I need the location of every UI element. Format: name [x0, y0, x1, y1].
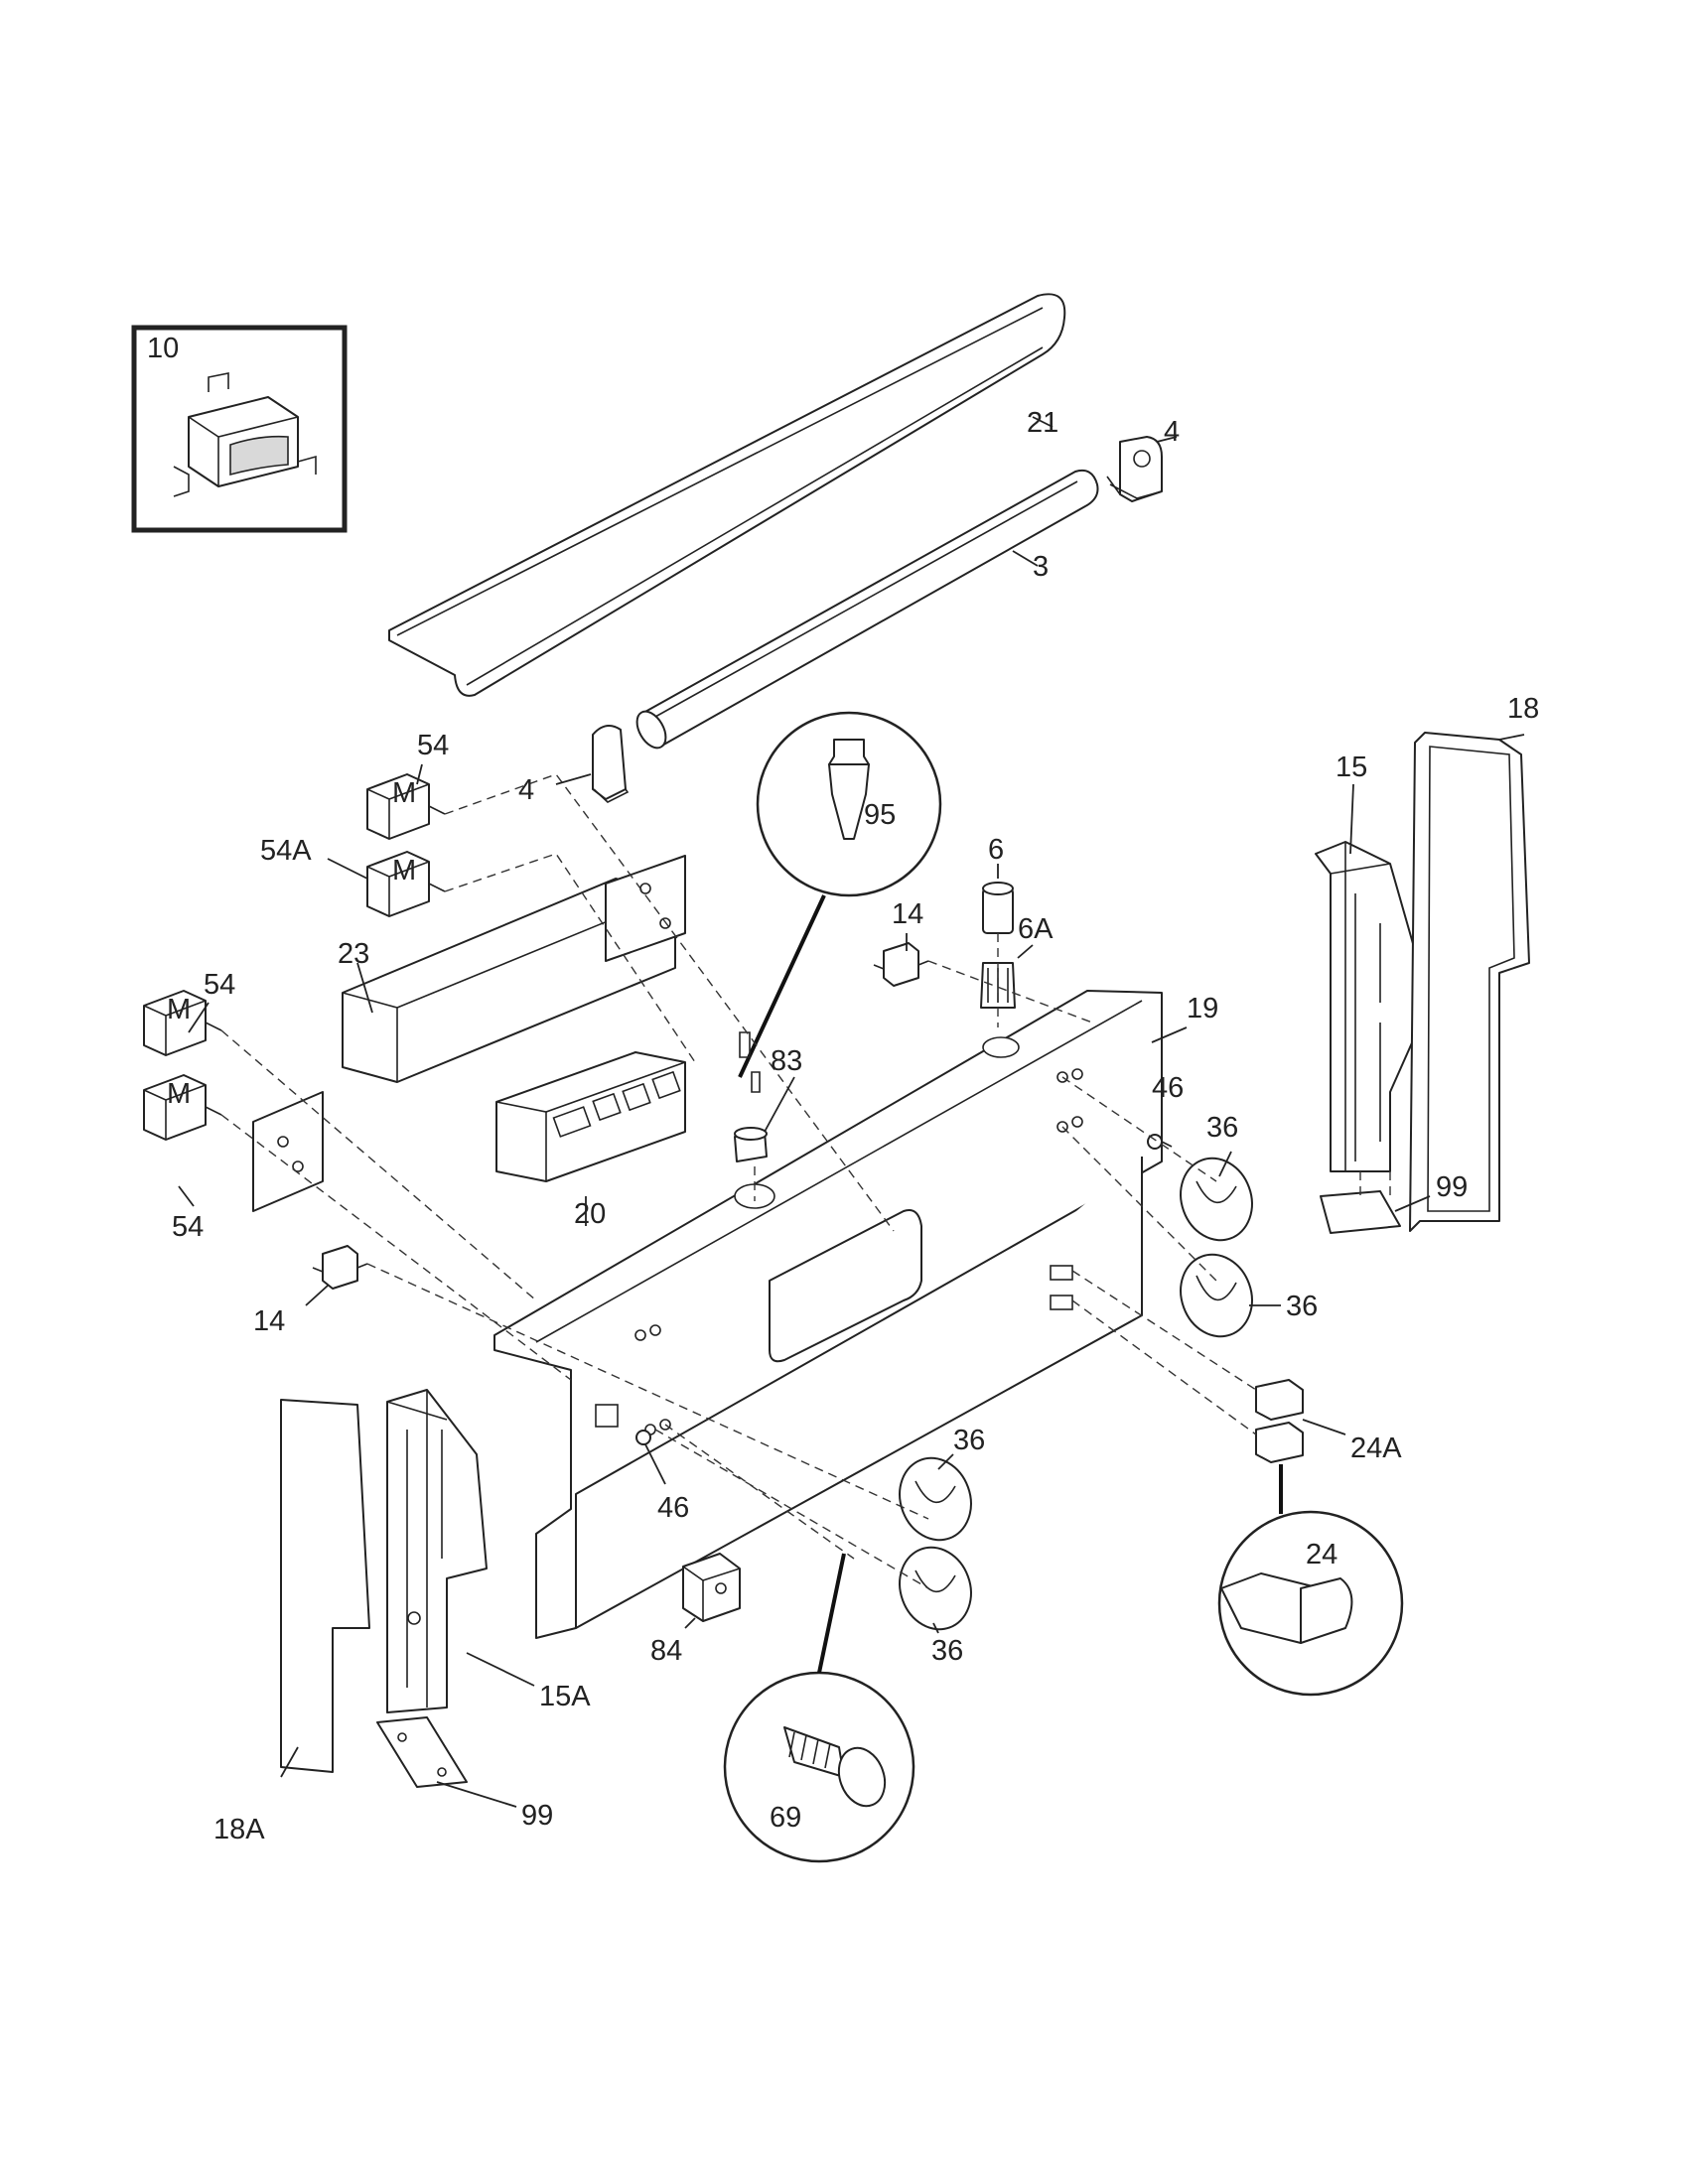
label-24A: 24A — [1350, 1433, 1402, 1464]
label-36-2: 36 — [1286, 1291, 1318, 1322]
label-20: 20 — [574, 1198, 606, 1230]
label-95: 95 — [864, 799, 896, 831]
part-24-detail — [1217, 1464, 1404, 1697]
label-54A: 54A — [260, 835, 312, 867]
label-15A: 15A — [539, 1681, 591, 1712]
transformer-icon — [173, 372, 317, 497]
assembly-dashed-lines — [220, 773, 1391, 1589]
label-21: 21 — [1027, 407, 1058, 439]
part-23-bracket — [252, 855, 686, 1212]
part-labels: 10 21 4 3 4 54 54A 23 54 54 95 14 6 6A 8… — [147, 333, 1539, 1845]
label-3: 3 — [1033, 551, 1049, 583]
label-23: 23 — [338, 938, 369, 970]
part-4-lamp-holder-middle — [592, 725, 630, 803]
part-69-detail — [723, 1553, 915, 1863]
label-18A: 18A — [213, 1814, 265, 1845]
part-36-knob-2 — [1180, 1253, 1253, 1338]
label-4-top: 4 — [1164, 416, 1180, 448]
part-36-knob-4 — [899, 1546, 972, 1631]
part-46-screw-left — [635, 1430, 651, 1445]
label-36-3: 36 — [953, 1425, 985, 1456]
label-15: 15 — [1336, 751, 1367, 783]
part-3-fluorescent-tube — [635, 469, 1099, 750]
label-14-bottom: 14 — [253, 1305, 285, 1337]
part-14-switch-top — [873, 942, 929, 987]
part-4-lamp-holder-right — [1106, 436, 1163, 502]
label-24: 24 — [1306, 1539, 1337, 1570]
part-24A-rocker-switches — [1255, 1379, 1304, 1463]
label-99-right: 99 — [1436, 1171, 1468, 1203]
label-36-1: 36 — [1206, 1112, 1238, 1144]
part-10-inset — [131, 325, 348, 533]
part-99-foot-left — [376, 1716, 468, 1788]
part-15A-side-bracket-left — [386, 1389, 488, 1713]
part-83-clip — [734, 1031, 768, 1162]
part-84-outlet — [682, 1553, 741, 1622]
part-54A-switch: M — [366, 851, 446, 917]
label-54-left-lower: 54 — [172, 1211, 204, 1243]
label-46-right: 46 — [1152, 1072, 1184, 1104]
part-14-switch-bottom — [312, 1245, 368, 1290]
svg-text:M: M — [392, 855, 416, 887]
part-36-knob-1 — [1180, 1157, 1253, 1242]
part-54-switch-left-upper: M — [143, 990, 222, 1056]
part-18A-end-panel-left — [280, 1399, 370, 1773]
label-54-left-upper: 54 — [204, 969, 235, 1001]
label-19: 19 — [1187, 993, 1218, 1024]
part-95-detail — [738, 711, 942, 1078]
label-99-left: 99 — [521, 1800, 553, 1832]
label-46-left: 46 — [657, 1492, 689, 1524]
part-6-indicator-lens — [982, 882, 1014, 934]
label-4-mid: 4 — [518, 774, 534, 806]
label-36-4: 36 — [931, 1635, 963, 1667]
part-54-switch-left-lower: M — [143, 1074, 222, 1141]
label-54-top: 54 — [417, 730, 449, 761]
label-6A: 6A — [1018, 913, 1054, 945]
label-14-top: 14 — [892, 898, 923, 930]
label-69: 69 — [770, 1802, 801, 1834]
leader-lines — [178, 416, 1525, 1808]
svg-text:M: M — [392, 777, 416, 809]
svg-text:M: M — [167, 994, 191, 1025]
label-83: 83 — [771, 1045, 802, 1077]
label-10: 10 — [147, 333, 179, 364]
part-20-control-board — [495, 1051, 686, 1182]
svg-text:M: M — [167, 1078, 191, 1110]
part-15-side-bracket-right — [1315, 841, 1431, 1172]
part-18-end-panel-right — [1409, 732, 1530, 1232]
part-36-knob-3 — [899, 1456, 972, 1542]
part-54-switch-top: M — [366, 773, 446, 840]
label-84: 84 — [650, 1635, 682, 1667]
label-18: 18 — [1507, 693, 1539, 725]
part-19-backguard-panel — [493, 990, 1163, 1639]
part-21-light-shield — [388, 293, 1066, 697]
label-6: 6 — [988, 834, 1004, 866]
part-99-foot-right — [1320, 1190, 1401, 1234]
